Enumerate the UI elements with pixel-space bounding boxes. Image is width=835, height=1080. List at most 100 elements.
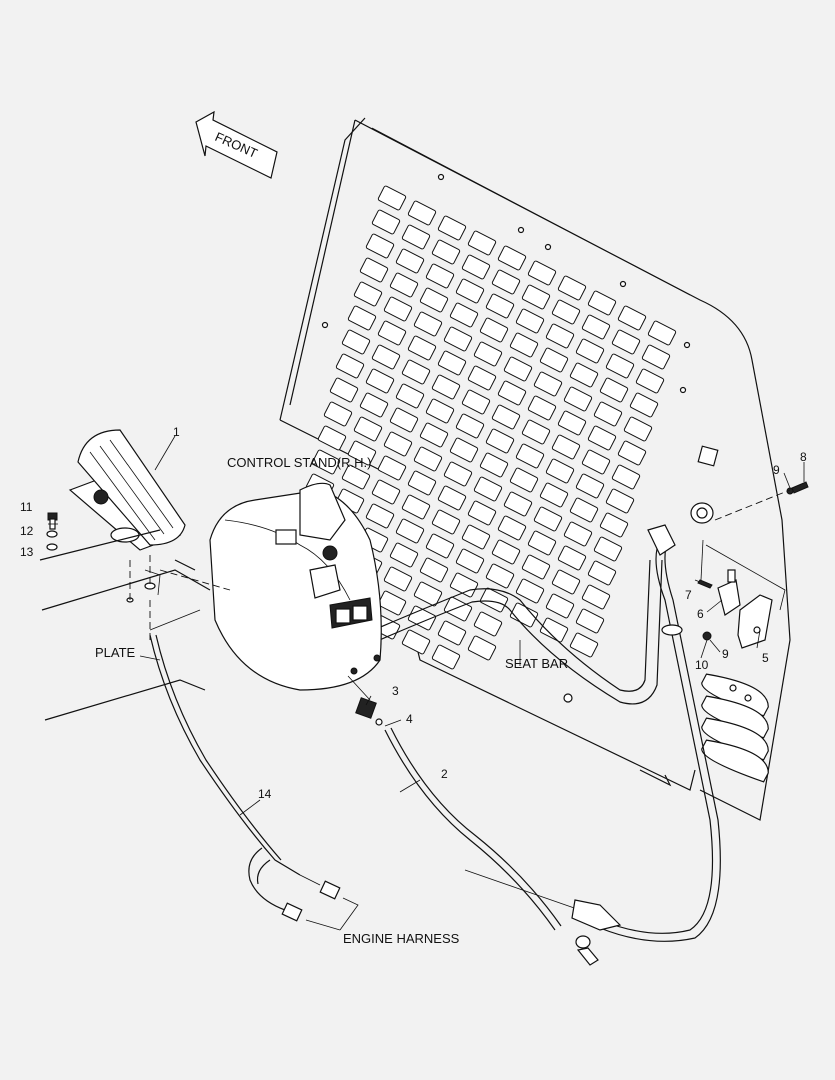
leader-lines	[48, 435, 805, 816]
grid-cell	[641, 344, 671, 370]
grid-cell	[581, 314, 611, 340]
grid-cell	[407, 200, 437, 226]
grid-cell	[467, 365, 497, 391]
grid-cell	[407, 335, 437, 361]
grid-cell	[521, 554, 551, 580]
grid-cell	[479, 317, 509, 343]
grid-cell	[539, 482, 569, 508]
grid-cell	[437, 215, 467, 241]
callout-11: 11	[20, 500, 33, 514]
grid-cell	[467, 500, 497, 526]
grid-cell	[353, 416, 383, 442]
callout-9-upper: 9	[773, 463, 780, 477]
grid-cell	[431, 509, 461, 535]
grid-cell	[533, 506, 563, 532]
grid-cell	[449, 437, 479, 463]
grid-cell	[365, 233, 395, 259]
grid-cell	[455, 413, 485, 439]
grid-cell	[449, 572, 479, 598]
floor-plate	[39, 529, 231, 721]
callout-8: 8	[800, 450, 807, 464]
front-arrow: FRONT	[195, 110, 278, 179]
grid-cell	[413, 311, 443, 337]
grid-cell	[341, 329, 371, 355]
grid-cell	[425, 533, 455, 559]
callout-14: 14	[258, 787, 272, 801]
grid-cell	[317, 425, 347, 451]
grid-cell	[389, 542, 419, 568]
grid-cell	[527, 530, 557, 556]
grid-cell	[551, 299, 581, 325]
grid-cell	[467, 230, 497, 256]
grid-cell	[461, 254, 491, 280]
grid-cell	[503, 356, 533, 382]
grid-cell	[587, 560, 617, 586]
grid-cell	[431, 374, 461, 400]
grid-cell	[593, 536, 623, 562]
grid-cell	[389, 272, 419, 298]
grid-cell	[437, 350, 467, 376]
grid-cell	[371, 209, 401, 235]
grid-cell	[329, 377, 359, 403]
engine-harness	[149, 634, 359, 931]
grid-cell	[623, 416, 653, 442]
grid-cell	[443, 461, 473, 487]
callout-3: 3	[392, 684, 399, 698]
callout-5: 5	[762, 651, 769, 665]
grid-cell	[473, 341, 503, 367]
grid-cell	[383, 296, 413, 322]
grid-cell	[425, 398, 455, 424]
grid-cell	[575, 608, 605, 634]
grid-cell	[539, 617, 569, 643]
grid-cell	[635, 368, 665, 394]
grid-cell	[533, 371, 563, 397]
grid-cell	[419, 557, 449, 583]
grid-cell	[395, 383, 425, 409]
grid-cell	[401, 359, 431, 385]
grid-cell	[599, 512, 629, 538]
grid-cell	[437, 620, 467, 646]
grid-cell	[407, 470, 437, 496]
grid-cell	[389, 407, 419, 433]
grid-cell	[569, 497, 599, 523]
grid-cell	[491, 539, 521, 565]
grid-cell	[581, 584, 611, 610]
grid-cell	[401, 494, 431, 520]
grid-cell	[629, 392, 659, 418]
grid-cell	[455, 548, 485, 574]
grid-cell	[557, 410, 587, 436]
grid-cell	[377, 590, 407, 616]
callout-6: 6	[697, 607, 704, 621]
grid-cell	[401, 629, 431, 655]
grid-cell	[569, 362, 599, 388]
grid-cell	[311, 449, 341, 475]
callout-10: 10	[695, 658, 709, 672]
control-stand	[209, 482, 383, 726]
grid-cell	[401, 224, 431, 250]
seat-bar-label: SEAT BAR	[505, 656, 568, 671]
callout-numbers: 1 2 3 4 5 6 7 8 9 9 10 11 12 13 14	[20, 425, 807, 801]
grid-cell	[455, 278, 485, 304]
grid-cell	[461, 389, 491, 415]
grid-cell	[551, 434, 581, 460]
grid-cell	[395, 248, 425, 274]
grid-cell	[563, 386, 593, 412]
grid-cell	[449, 302, 479, 328]
callout-9-lower: 9	[722, 647, 729, 661]
grid-cell	[347, 305, 377, 331]
grid-cell	[371, 344, 401, 370]
seat-bar	[349, 559, 663, 705]
grid-cell	[551, 569, 581, 595]
grid-cell	[575, 338, 605, 364]
grid-cell	[569, 632, 599, 658]
grid-cell	[605, 353, 635, 379]
grid-cell	[581, 449, 611, 475]
grid-cell	[557, 545, 587, 571]
grid-cell	[521, 284, 551, 310]
grid-cell	[611, 464, 641, 490]
grid-cell	[473, 611, 503, 637]
grid-cell	[371, 479, 401, 505]
grid-cell	[347, 440, 377, 466]
grid-cell	[605, 488, 635, 514]
